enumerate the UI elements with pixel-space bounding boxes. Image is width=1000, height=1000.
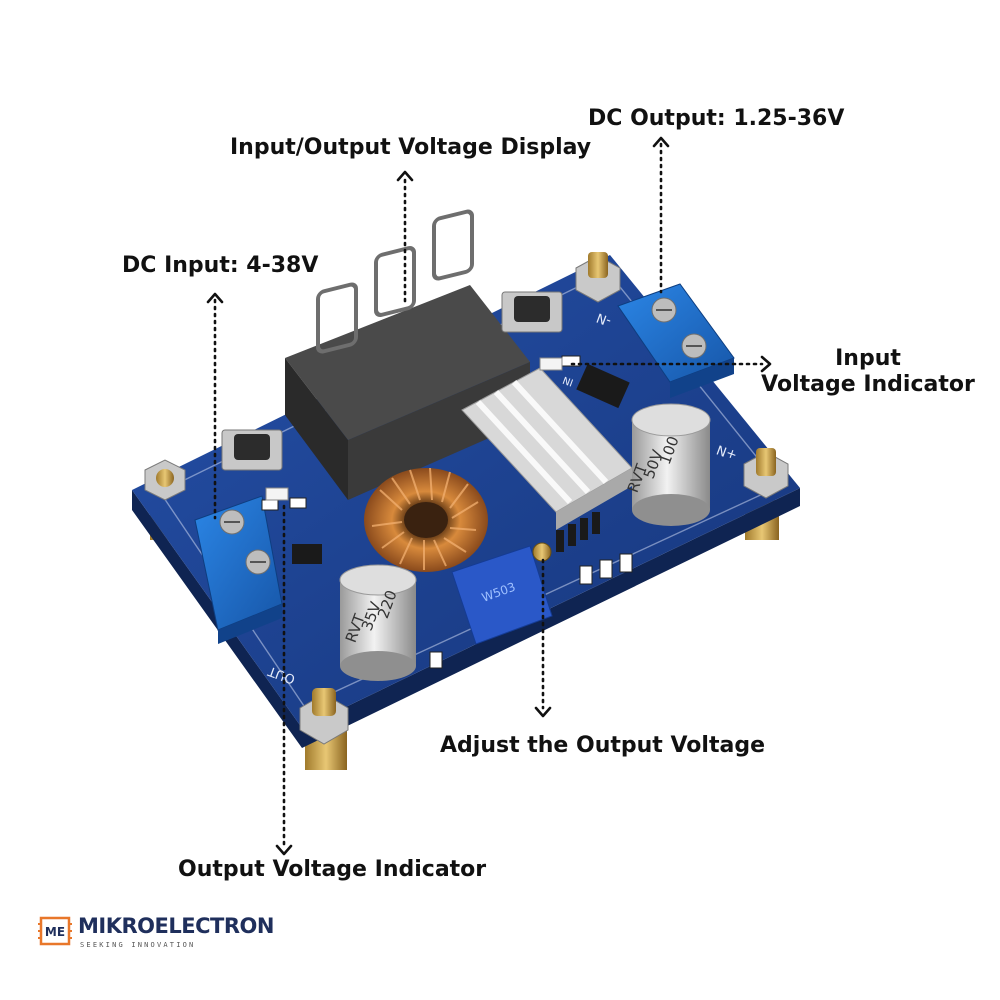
logo-brand-b: ELECTRON bbox=[154, 914, 275, 938]
label-display: Input/Output Voltage Display bbox=[230, 135, 592, 160]
label-input-indicator-line2: Voltage Indicator bbox=[761, 372, 975, 398]
logo-brand-a: MIKRO bbox=[78, 914, 155, 938]
mounting-nut bbox=[144, 459, 186, 501]
arrowhead-up bbox=[206, 292, 224, 304]
input-led bbox=[539, 357, 563, 371]
seven-segment-display bbox=[285, 209, 530, 500]
potentiometer: W503 bbox=[451, 542, 553, 645]
arrowhead-up bbox=[396, 170, 414, 182]
label-dc-output: DC Output: 1.25-36V bbox=[588, 106, 845, 131]
arrowhead-down bbox=[275, 844, 293, 856]
input-terminal-block bbox=[194, 495, 283, 644]
label-input-indicator: Input Voltage Indicator bbox=[758, 346, 978, 399]
toroid-inductor bbox=[364, 467, 488, 572]
output-terminal-block bbox=[617, 283, 735, 398]
push-button bbox=[221, 429, 283, 471]
logo-mark-text: ME bbox=[45, 925, 65, 939]
push-button bbox=[501, 291, 563, 333]
arrowhead-right bbox=[760, 355, 772, 373]
capacitor-large: 100 50V RVT bbox=[624, 403, 711, 526]
arrowheads bbox=[206, 136, 772, 856]
smd-transistor bbox=[292, 544, 322, 564]
logo-brand: MIKROELECTRON bbox=[78, 914, 274, 938]
silk-in-label: IN bbox=[561, 374, 575, 388]
ic-chip bbox=[576, 363, 630, 409]
label-input-indicator-line1: Input bbox=[835, 346, 901, 371]
label-output-indicator: Output Voltage Indicator bbox=[178, 857, 487, 882]
leader-lines bbox=[213, 142, 764, 848]
logo-tagline: SEEKING INNOVATION bbox=[80, 941, 196, 949]
mikroelectron-logo: ME MIKROELECTRON SEEKING INNOVATION bbox=[38, 912, 274, 956]
output-led bbox=[265, 487, 289, 501]
silk-out-minus: -N bbox=[595, 309, 614, 328]
header-pins bbox=[556, 512, 600, 552]
label-dc-input: DC Input: 4-38V bbox=[122, 253, 319, 278]
me-logo-icon: ME bbox=[38, 916, 72, 946]
arrowhead-up bbox=[652, 136, 670, 148]
mounting-nut bbox=[299, 688, 349, 745]
heatsink bbox=[461, 367, 633, 530]
mounting-nut bbox=[743, 448, 789, 499]
mounting-nut bbox=[575, 252, 621, 303]
capacitor-small: 220 35V RVT bbox=[339, 564, 417, 681]
silk-out-plus: +N bbox=[715, 441, 740, 462]
smd-components bbox=[261, 355, 633, 669]
arrowhead-down bbox=[534, 706, 552, 718]
label-adjust: Adjust the Output Voltage bbox=[440, 733, 765, 758]
